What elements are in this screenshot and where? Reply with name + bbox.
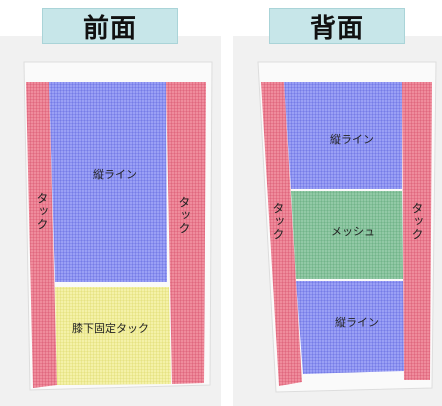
- back-header: 背面: [269, 8, 405, 44]
- back-lower-zone-label: 縦ライン: [335, 316, 379, 329]
- front-main-zone-shape: [49, 82, 167, 282]
- front-header: 前面: [42, 8, 178, 44]
- front-tuck-right-shape: [166, 82, 206, 384]
- back-tuck-left-shape: [261, 82, 302, 386]
- front-knee-zone-label: 膝下固定タック: [72, 322, 149, 335]
- front-tuck-right-label: タック: [177, 196, 191, 235]
- back-mesh-zone-shape: [291, 191, 403, 279]
- front-tuck-left-label: タック: [35, 192, 49, 231]
- back-tuck-left-label: タック: [271, 202, 285, 241]
- back-lower-zone-shape: [296, 281, 404, 374]
- back-tuck-right-shape: [402, 82, 432, 380]
- front-knee-zone-shape: [55, 287, 171, 385]
- back-mesh-zone-label: メッシュ: [331, 225, 375, 238]
- back-upper-zone-label: 縦ライン: [330, 133, 374, 146]
- front-main-zone-label: 縦ライン: [93, 168, 137, 181]
- back-tuck-right-label: タック: [410, 202, 424, 241]
- front-tuck-left-shape: [26, 82, 57, 388]
- back-upper-zone-shape: [284, 82, 402, 189]
